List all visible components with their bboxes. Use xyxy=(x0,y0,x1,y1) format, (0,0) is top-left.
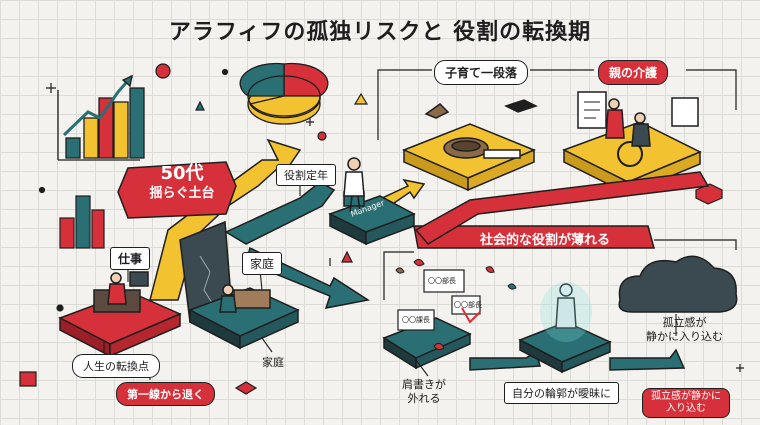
side-bars-icon xyxy=(59,195,105,249)
kaigo-label: 親の介護 xyxy=(598,60,669,85)
yakuwari-teinen-label: 役割定年 xyxy=(276,164,336,186)
page-title: アラフィフの孤独リスクと 役割の転換期 xyxy=(168,20,592,45)
social-role-band xyxy=(413,171,710,249)
right-connectors xyxy=(329,239,737,300)
bar-chart-icon xyxy=(57,74,145,161)
katei-bottom-label: 家庭 xyxy=(262,356,284,369)
teal-arrows xyxy=(224,178,426,309)
manager-podium xyxy=(328,157,416,246)
shakai-label: 社会的な役割が薄れる xyxy=(480,233,611,248)
daiichisen-label: 第一線から退く xyxy=(116,382,215,406)
work-platform xyxy=(58,271,182,358)
katagaki-label: 肩書きが 外れる xyxy=(402,378,446,405)
isolation-cloud xyxy=(618,255,738,313)
jinsei-label: 人生の転換点 xyxy=(72,354,160,378)
rinkaku-label: 自分の輪郭が曖昧に xyxy=(504,382,619,404)
bottom-route xyxy=(382,282,686,374)
fifties-heading: 50代 xyxy=(160,163,204,184)
nest-platform xyxy=(402,99,538,192)
pie-chart-icon xyxy=(239,62,329,125)
fifties-banner xyxy=(117,161,237,219)
koritsu-upper-label: 孤立感が 静かに入り込む xyxy=(646,316,723,343)
katei-top-label: 家庭 xyxy=(242,252,283,275)
decor-shapes xyxy=(19,63,723,395)
top-connector xyxy=(377,69,737,140)
home-platform xyxy=(188,284,300,350)
fifties-subheading: 揺らぐ土台 xyxy=(149,186,215,201)
fifties-label: 50代 揺らぐ土台 xyxy=(130,163,234,215)
name-badges xyxy=(397,269,481,331)
kosodate-label: 子育て一段落 xyxy=(434,60,529,85)
shigoto-label: 仕事 xyxy=(110,247,151,270)
badge-bucho-1: 〇〇部長 xyxy=(428,277,456,285)
badge-kacho: 〇〇課長 xyxy=(402,316,430,324)
falling-leaves xyxy=(395,258,517,351)
badge-bucho-2: 〇〇部長 xyxy=(454,301,482,309)
koritsu-lower-label: 孤立感が静かに 入り込む xyxy=(642,388,730,418)
plus-marks xyxy=(46,83,744,372)
